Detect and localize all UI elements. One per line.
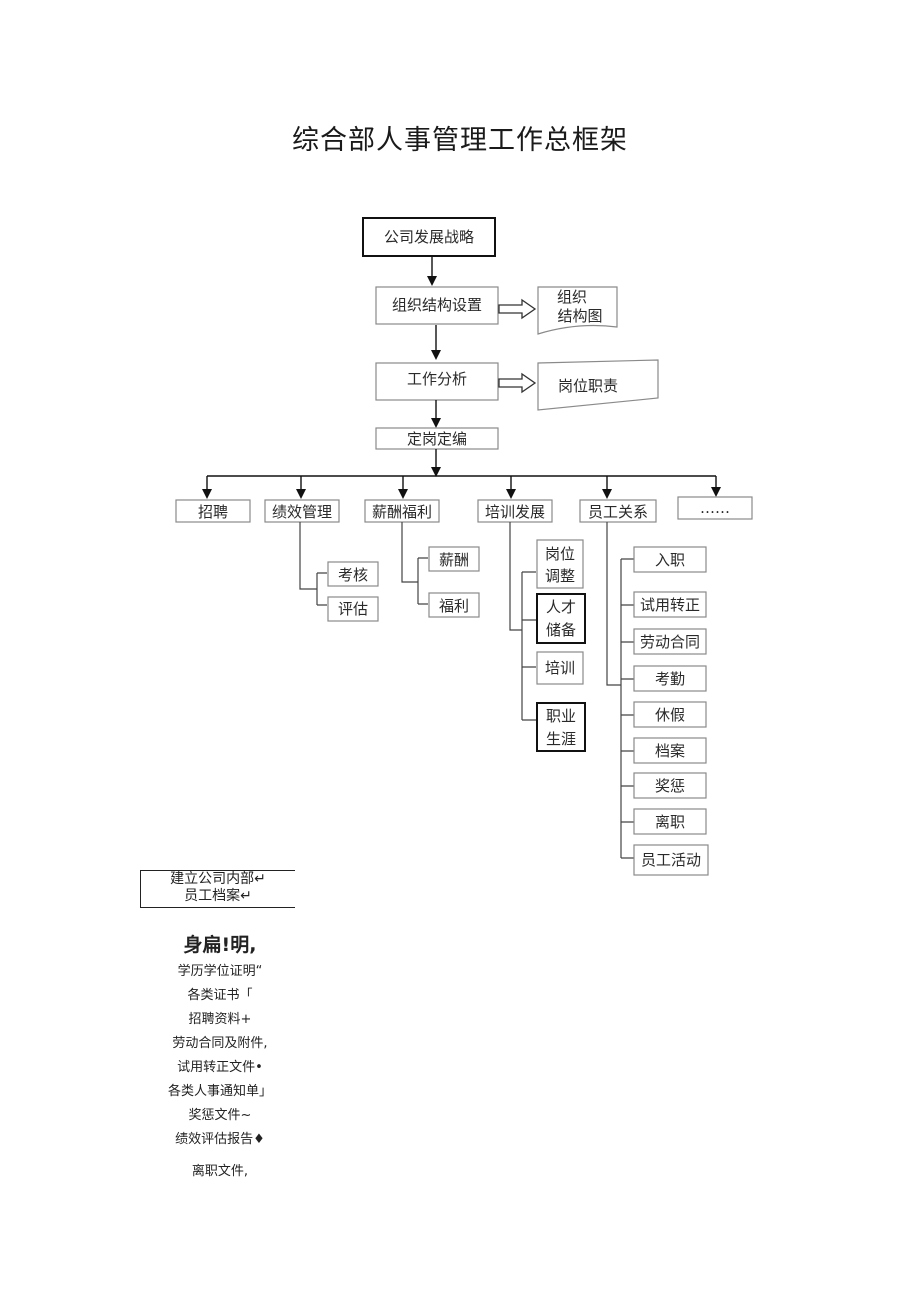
org-chart-doc-shape — [537, 286, 618, 335]
train-child-2-line1: 人才 — [546, 598, 576, 616]
org-setup-box — [375, 286, 499, 325]
rel-child-1-label: 入职 — [655, 551, 685, 569]
rel-child-7-label: 奖惩 — [655, 777, 685, 795]
performance-tree-line — [299, 522, 327, 606]
more-box — [677, 496, 753, 520]
train-child-2-box — [536, 593, 586, 644]
job-analysis-box — [375, 362, 499, 401]
relations-box — [579, 499, 657, 523]
rel-child-6-label: 档案 — [655, 742, 685, 760]
recruit-box — [175, 499, 251, 523]
rel-child-2-label: 试用转正 — [640, 596, 700, 614]
rel-child-9-box — [633, 844, 709, 876]
rel-child-1-box — [633, 546, 707, 573]
archive-list-head: 身扁!明, — [183, 934, 257, 956]
training-tree-line — [509, 522, 536, 721]
relations-label: 员工关系 — [588, 503, 648, 521]
train-child-2-line2: 储备 — [546, 621, 576, 639]
strategy-box — [362, 217, 496, 257]
rel-child-3-box — [633, 628, 707, 655]
org-chart-doc-line1: 组织 — [557, 288, 587, 306]
archive-item: 招聘资料+ — [188, 1012, 252, 1027]
staffing-box — [375, 427, 499, 450]
archive-item: 学历学位证明“ — [177, 964, 263, 979]
rel-child-8-label: 离职 — [655, 813, 685, 831]
rel-child-5-label: 休假 — [655, 706, 685, 724]
rel-child-5-box — [633, 701, 707, 728]
rel-child-2-box — [633, 591, 707, 618]
perf-child-1-box — [327, 561, 379, 587]
archive-contents-list: 身扁!明, 学历学位证明“ 各类证书「 招聘资料+ 劳动合同及附件, 试用转正文… — [140, 930, 300, 1184]
rel-child-4-box — [633, 665, 707, 692]
archive-box-line2: 员工档案↵ — [184, 888, 252, 904]
train-child-1-line1: 岗位 — [545, 545, 575, 563]
rel-child-4-label: 考勤 — [655, 670, 685, 688]
archive-item: 各类证书「 — [187, 988, 253, 1003]
train-child-4-line2: 生涯 — [546, 730, 576, 748]
perf-child-2-box — [327, 596, 379, 622]
page-title: 综合部人事管理工作总框架 — [292, 125, 628, 156]
compensation-tree-line — [401, 522, 428, 605]
archive-item: 各类人事通知单」 — [167, 1084, 272, 1099]
rel-child-3-label: 劳动合同 — [640, 633, 700, 651]
train-child-4-box — [536, 702, 586, 752]
relations-tree-line — [606, 522, 634, 859]
archive-item: 劳动合同及附件, — [172, 1036, 268, 1051]
rel-child-8-box — [633, 808, 707, 835]
hollow-arrow-job-duty — [498, 372, 537, 394]
employee-archive-box: 建立公司内部↵ 员工档案↵ — [140, 870, 295, 908]
comp-child-1-label: 薪酬 — [439, 551, 469, 569]
train-child-1-box — [536, 539, 584, 589]
org-setup-label: 组织结构设置 — [392, 296, 482, 314]
train-child-3-label: 培训 — [545, 659, 575, 677]
relations-children: 入职 试用转正 劳动合同 考勤 休假 档案 奖惩 离职 员工活动 — [633, 546, 709, 876]
more-label: …… — [700, 499, 730, 517]
training-label: 培训发展 — [485, 503, 545, 521]
archive-item: 离职文件, — [191, 1164, 249, 1179]
strategy-label: 公司发展战略 — [384, 228, 474, 246]
recruit-label: 招聘 — [198, 503, 228, 521]
training-box — [477, 499, 553, 523]
staffing-label: 定岗定编 — [407, 430, 467, 448]
archive-item: 奖惩文件~ — [188, 1108, 252, 1123]
job-duty-doc-label: 岗位职责 — [558, 377, 618, 395]
comp-child-2-box — [428, 592, 480, 618]
hollow-arrow-org-chart — [498, 298, 537, 320]
comp-child-2-label: 福利 — [439, 597, 469, 615]
perf-child-1-label: 考核 — [338, 566, 368, 584]
train-child-4-line1: 职业 — [546, 707, 576, 725]
performance-box — [264, 499, 340, 523]
archive-item: 绩效评估报告♦ — [175, 1132, 265, 1147]
rel-child-7-box — [633, 772, 707, 799]
archive-item: 试用转正文件• — [177, 1060, 263, 1075]
job-duty-doc-shape — [537, 359, 659, 411]
archive-box-line1: 建立公司内部↵ — [170, 871, 266, 887]
rel-child-6-box — [633, 737, 707, 764]
compensation-label: 薪酬福利 — [372, 503, 432, 521]
org-chart-doc-line2: 结构图 — [557, 307, 602, 325]
rel-child-9-label: 员工活动 — [641, 851, 701, 869]
comp-child-1-box — [428, 546, 480, 572]
train-child-1-line2: 调整 — [545, 567, 575, 585]
job-analysis-label: 工作分析 — [407, 370, 467, 388]
performance-label: 绩效管理 — [272, 503, 332, 521]
train-child-3-box — [536, 651, 584, 685]
perf-child-2-label: 评估 — [338, 600, 368, 618]
